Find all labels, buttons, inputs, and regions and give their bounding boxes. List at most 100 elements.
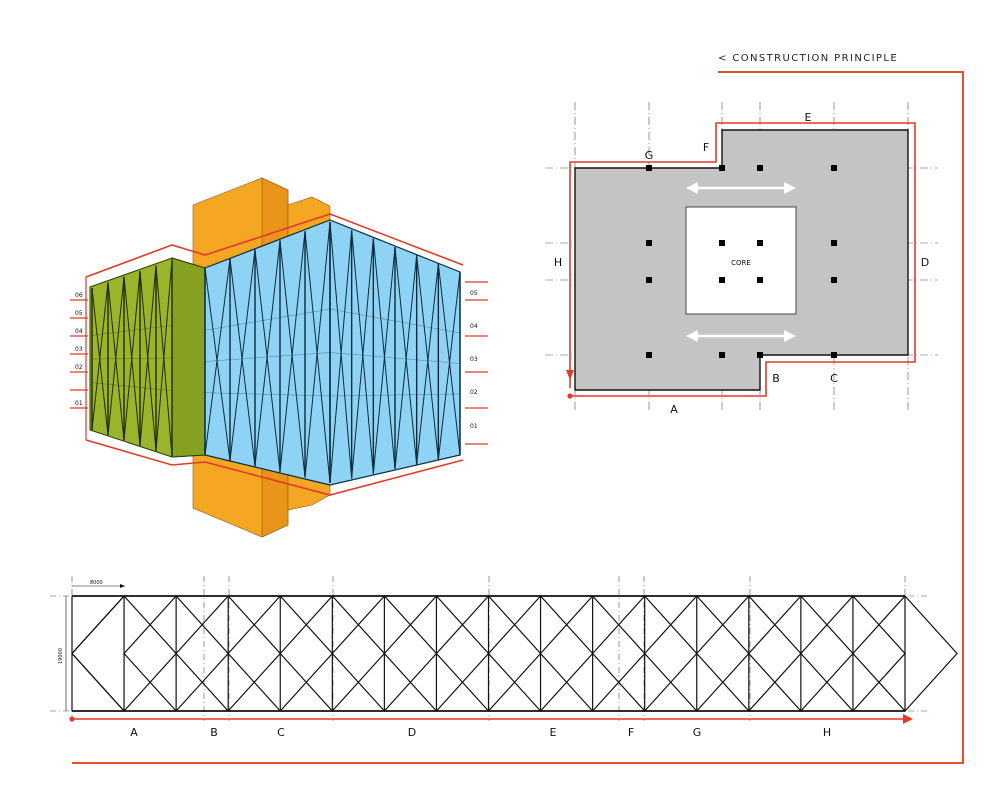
blue-facade-left-brace (279, 240, 306, 478)
blue-facade-right-brace (329, 221, 353, 479)
blue-facade-left-floor-line (204, 352, 331, 362)
blue-facade-left-brace (229, 249, 256, 461)
level-label: 01 (470, 423, 478, 430)
plan-column (831, 165, 837, 171)
plan-columns (646, 165, 837, 358)
level-label: 06 (75, 292, 83, 299)
plan-column (757, 277, 763, 283)
level-label: 02 (75, 364, 83, 371)
plan-column (646, 352, 652, 358)
level-label: 01 (75, 400, 83, 407)
green-facade-brace (107, 276, 125, 436)
segment-label-f: F (628, 726, 634, 739)
axon-outline-top (85, 213, 464, 278)
segment-label-c: C (277, 726, 285, 739)
plan-column (719, 165, 725, 171)
module-dimension-arrow (120, 584, 125, 588)
module-dimension-label: 8000 (90, 580, 103, 586)
span-arrow-top (686, 182, 796, 194)
facade-label-e: E (805, 111, 812, 124)
green-facade-brace (91, 287, 109, 436)
plan-column (757, 165, 763, 171)
blue-facade-left-brace (254, 249, 281, 472)
core (685, 206, 797, 315)
plan-column (719, 240, 725, 246)
facade-label-d: D (921, 256, 929, 269)
green-facade-return (171, 257, 206, 458)
plan-column (831, 277, 837, 283)
blue-facade-left-brace (304, 231, 331, 484)
level-label: 04 (470, 323, 478, 330)
green-facade-floor-line (91, 357, 173, 360)
facade-label-c: C (830, 372, 838, 385)
level-label: 02 (470, 389, 478, 396)
blue-facade-left-floor-line (204, 308, 331, 331)
plan-column (646, 277, 652, 283)
plan-column (719, 277, 725, 283)
axon-structure (91, 221, 461, 484)
page-title: < CONSTRUCTION PRINCIPLE (718, 53, 899, 64)
blue-facade-right-brace (329, 230, 353, 484)
outline-start-dot (567, 393, 573, 399)
blue-facade-left-brace (254, 240, 281, 467)
blue-facade-left-brace (279, 231, 306, 472)
axonometric-view: 06 05 04 03 02 01 05 04 03 02 01 (70, 177, 488, 538)
level-label: 05 (470, 290, 478, 297)
plan-view: CORE A B C D E F G H (545, 102, 938, 416)
blue-facade-left-brace (304, 221, 331, 478)
facade-label-h: H (554, 256, 562, 269)
blue-facade-left-brace (204, 267, 231, 461)
facade-label-a: A (670, 403, 678, 416)
plan-column (719, 352, 725, 358)
unfold-start-dot (69, 716, 75, 722)
segment-label-d: D (408, 726, 416, 739)
segment-label-e: E (550, 726, 557, 739)
blue-facade-right-floor-line (329, 393, 461, 397)
segment-label-h: H (823, 726, 831, 739)
axon-outline-bottom (85, 439, 464, 496)
segment-label-a: A (130, 726, 138, 739)
blue-facade-right-brace (416, 263, 439, 465)
blue-facade-right-brace (351, 230, 374, 474)
blue-facade-right-brace (372, 238, 396, 470)
facade-label-g: G (645, 149, 654, 162)
elevation-truss (71, 595, 958, 712)
plan-column (646, 240, 652, 246)
unfold-arrowhead (903, 714, 913, 724)
plan-column (831, 240, 837, 246)
green-facade-brace (123, 276, 141, 446)
truss-diamond (852, 595, 958, 712)
facade-label-f: F (703, 141, 709, 154)
blue-facade-right-brace (416, 255, 439, 460)
green-facade-brace (107, 282, 125, 441)
blue-facade-right-brace (437, 263, 461, 456)
plan-column (757, 240, 763, 246)
plan-outline (569, 122, 916, 397)
facade-label-b: B (772, 372, 780, 385)
green-facade-floor-line (91, 382, 173, 391)
plan-column (831, 352, 837, 358)
blue-facade-right-brace (351, 238, 374, 479)
level-label: 03 (470, 356, 478, 363)
green-facade-brace (155, 259, 173, 451)
level-label: 04 (75, 328, 83, 335)
core-label: CORE (731, 259, 751, 267)
level-label: 03 (75, 346, 83, 353)
blue-facade-right-brace (394, 246, 418, 465)
blue-facade-left-floor-line (204, 392, 331, 397)
plan-column (757, 352, 763, 358)
span-arrow-bottom (686, 330, 796, 342)
blue-facade-right-brace (437, 271, 461, 460)
level-label: 05 (75, 310, 83, 317)
frame-line (72, 71, 964, 764)
unfolded-elevation: 8000 19000 A B C D E F G H (50, 576, 958, 739)
plan-column (646, 165, 652, 171)
blue-facade-right-floor-line (329, 308, 461, 334)
segment-label-g: G (693, 726, 702, 739)
blue-facade-left-brace (229, 258, 256, 467)
segment-label-b: B (210, 726, 218, 739)
green-facade-brace (123, 271, 141, 441)
blue-facade-left-brace (204, 258, 231, 456)
green-facade-floor-line (91, 325, 173, 336)
